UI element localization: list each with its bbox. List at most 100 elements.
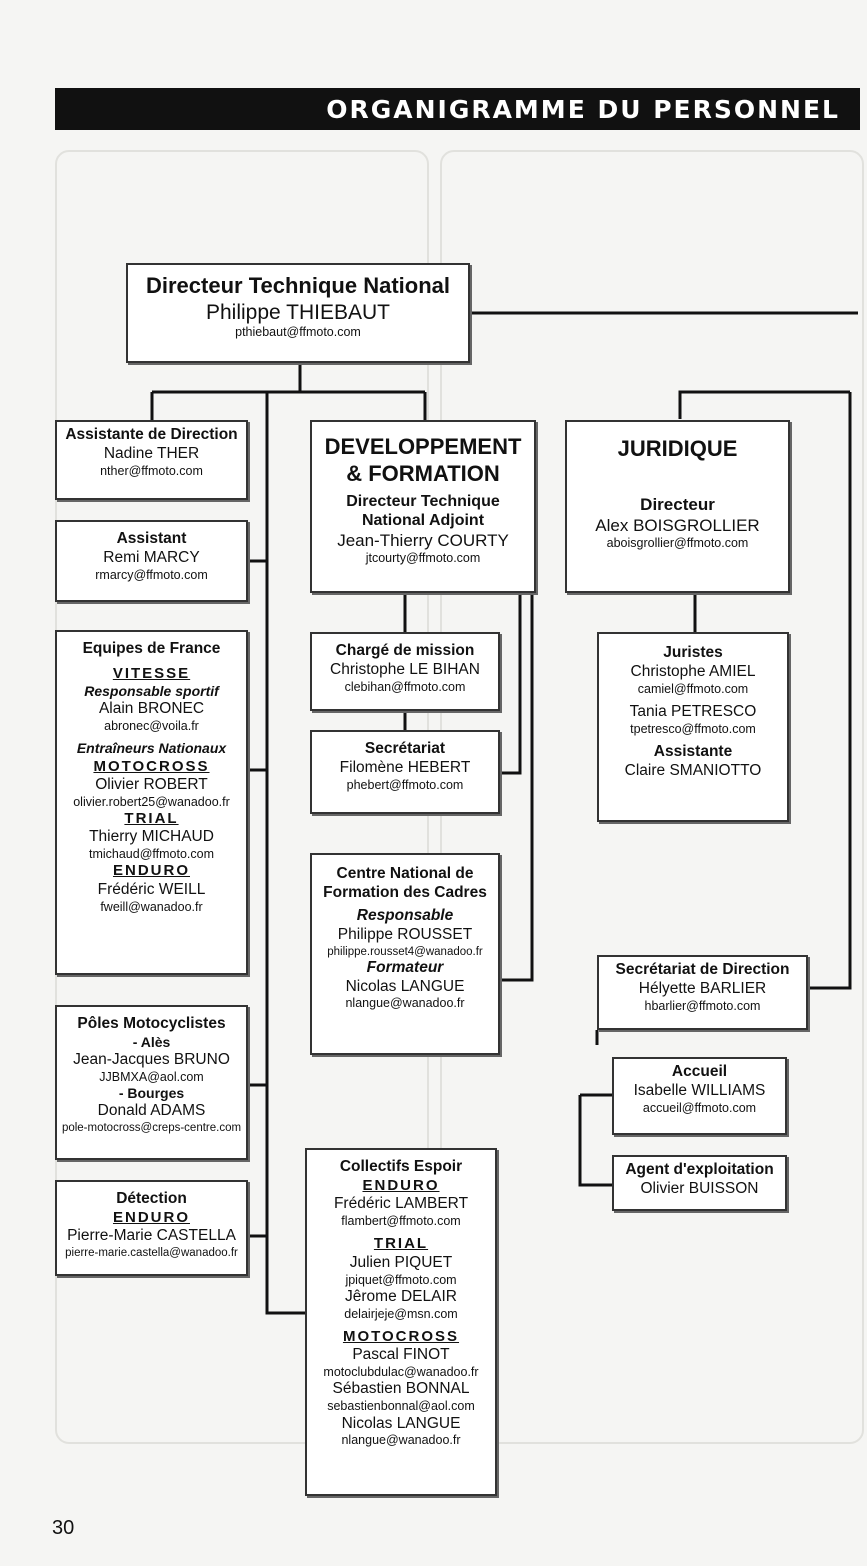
charge-box: Chargé de mission Christophe LE BIHAN cl…	[310, 632, 500, 711]
bourges-email: pole-motocross@creps-centre.com	[61, 1122, 242, 1135]
resp-sportif-email: abronec@voila.fr	[104, 719, 199, 734]
cnfc-form-label: Formateur	[366, 958, 444, 976]
charge-name: Christophe LE BIHAN	[330, 660, 480, 678]
vitesse-label: VITESSE	[112, 664, 191, 682]
assistant-name: Remi MARCY	[103, 548, 200, 566]
cnfc-title-2: Formation des Cadres	[323, 883, 487, 901]
ales-label: - Alès	[132, 1033, 171, 1050]
detection-enduro-label: ENDURO	[112, 1208, 190, 1226]
juridique-box: JURIDIQUE Directeur Alex BOISGROLLIER ab…	[565, 420, 790, 593]
dev-email: jtcourty@ffmoto.com	[365, 551, 481, 566]
collectifs-box: Collectifs Espoir ENDURO Frédéric LAMBER…	[305, 1148, 497, 1496]
secdir-box: Secrétariat de Direction Hélyette BARLIE…	[597, 955, 808, 1030]
enduro-email: fweill@wanadoo.fr	[100, 899, 203, 914]
secdir-email: hbarlier@ffmoto.com	[644, 998, 761, 1013]
collectifs-trial-email-1: jpiquet@ffmoto.com	[345, 1272, 457, 1287]
assistante-title: Assistante de Direction	[65, 426, 238, 443]
secretariat-email: phebert@ffmoto.com	[346, 777, 464, 792]
page-number: 30	[52, 1517, 75, 1539]
collectifs-mx-email-1: motoclubdulac@wanadoo.fr	[323, 1365, 479, 1380]
resp-sportif-name: Alain BRONEC	[98, 700, 205, 718]
cnfc-resp-label: Responsable	[356, 906, 454, 924]
poles-title: Pôles Motocyclistes	[77, 1015, 226, 1032]
juristes-title: Juristes	[663, 644, 723, 661]
dtn-title: Directeur Technique National	[146, 273, 450, 298]
mx-email: olivier.robert25@wanadoo.fr	[73, 794, 230, 809]
collectifs-trial-name-1: Julien PIQUET	[349, 1253, 453, 1271]
juristes-name-1: Christophe AMIEL	[630, 662, 756, 680]
ales-email: JJBMXA@aol.com	[99, 1069, 204, 1084]
detection-email: pierre-marie.castella@wanadoo.fr	[65, 1247, 238, 1260]
bourges-label: - Bourges	[118, 1085, 185, 1102]
secdir-title: Secrétariat de Direction	[615, 961, 790, 978]
collectifs-trial-name-2: Jêrome DELAIR	[345, 1287, 457, 1305]
assistant-title: Assistant	[116, 530, 187, 547]
ales-name: Jean-Jacques BRUNO	[73, 1050, 230, 1068]
collectifs-mx-label: MOTOCROSS	[342, 1327, 460, 1345]
dtn-name: Philippe THIEBAUT	[205, 300, 391, 324]
cnfc-resp-name: Philippe ROUSSET	[337, 925, 473, 943]
enduro-label: ENDURO	[112, 862, 190, 880]
secretariat-title: Secrétariat	[364, 740, 446, 757]
dev-role-1: Directeur Technique	[346, 492, 500, 510]
charge-email: clebihan@ffmoto.com	[344, 679, 466, 694]
dev-title-1: DEVELOPPEMENT	[324, 434, 522, 459]
collectifs-mx-email-2: sebastienbonnal@aol.com	[327, 1399, 475, 1414]
collectifs-enduro-label: ENDURO	[362, 1176, 440, 1194]
juristes-name-2: Tania PETRESCO	[629, 703, 757, 721]
collectifs-enduro-name: Frédéric LAMBERT	[333, 1195, 469, 1213]
juristes-assist-label: Assistante	[653, 743, 733, 761]
collectifs-enduro-email: flambert@ffmoto.com	[341, 1214, 461, 1229]
accueil-title: Accueil	[671, 1063, 728, 1080]
bourges-name: Donald ADAMS	[97, 1102, 206, 1120]
trial-email: tmichaud@ffmoto.com	[88, 847, 214, 862]
entraineurs-label: Entraîneurs Nationaux	[76, 740, 227, 757]
collectifs-mx-email-3: nlangue@wanadoo.fr	[341, 1433, 461, 1448]
assistant-box: Assistant Remi MARCY rmarcy@ffmoto.com	[55, 520, 248, 602]
juristes-box: Juristes Christophe AMIEL camiel@ffmoto.…	[597, 632, 789, 822]
juridique-name: Alex BOISGROLLIER	[595, 515, 760, 535]
juristes-assist-name: Claire SMANIOTTO	[624, 762, 762, 780]
assistante-box: Assistante de Direction Nadine THER nthe…	[55, 420, 248, 500]
detection-title: Détection	[116, 1190, 187, 1207]
charge-title: Chargé de mission	[335, 642, 475, 659]
equipes-title: Equipes de France	[82, 640, 221, 657]
trial-label: TRIAL	[124, 809, 179, 827]
accueil-name: Isabelle WILLIAMS	[633, 1081, 766, 1099]
dtn-box: Directeur Technique National Philippe TH…	[126, 263, 470, 363]
agent-box: Agent d'exploitation Olivier BUISSON	[612, 1155, 787, 1211]
juridique-role: Directeur	[640, 494, 715, 514]
collectifs-trial-label: TRIAL	[373, 1235, 429, 1253]
secretariat-box: Secrétariat Filomène HEBERT phebert@ffmo…	[310, 730, 500, 814]
cnfc-form-email: nlangue@wanadoo.fr	[345, 996, 465, 1011]
dtn-email: pthiebaut@ffmoto.com	[235, 325, 361, 340]
cnfc-title-1: Centre National de	[336, 865, 474, 882]
dev-title-2: & FORMATION	[346, 460, 500, 486]
secdir-name: Hélyette BARLIER	[638, 979, 767, 997]
cnfc-form-name: Nicolas LANGUE	[345, 977, 465, 995]
juridique-title: JURIDIQUE	[617, 436, 738, 461]
cnfc-box: Centre National de Formation des Cadres …	[310, 853, 500, 1055]
collectifs-trial-email-2: delairjeje@msn.com	[344, 1306, 458, 1321]
dev-box: DEVELOPPEMENT & FORMATION Directeur Tech…	[310, 420, 536, 593]
assistante-name: Nadine THER	[103, 444, 200, 462]
collectifs-mx-name-1: Pascal FINOT	[352, 1346, 450, 1364]
accueil-box: Accueil Isabelle WILLIAMS accueil@ffmoto…	[612, 1057, 787, 1135]
assistante-email: nther@ffmoto.com	[100, 463, 203, 478]
poles-box: Pôles Motocyclistes - Alès Jean-Jacques …	[55, 1005, 248, 1160]
accueil-email: accueil@ffmoto.com	[642, 1100, 757, 1115]
juridique-email: aboisgrollier@ffmoto.com	[606, 536, 749, 551]
agent-title: Agent d'exploitation	[625, 1161, 774, 1178]
page-title: ORGANIGRAMME DU PERSONNEL	[55, 88, 860, 130]
mx-name: Olivier ROBERT	[95, 775, 208, 793]
secretariat-name: Filomène HEBERT	[339, 758, 471, 776]
detection-name: Pierre-Marie CASTELLA	[67, 1227, 236, 1245]
motocross-label: MOTOCROSS	[93, 757, 210, 775]
resp-sportif-label: Responsable sportif	[84, 683, 219, 700]
assistant-email: rmarcy@ffmoto.com	[95, 567, 208, 582]
detection-box: Détection ENDURO Pierre-Marie CASTELLA p…	[55, 1180, 248, 1276]
collectifs-title: Collectifs Espoir	[339, 1158, 463, 1175]
equipes-box: Equipes de France VITESSE Responsable sp…	[55, 630, 248, 975]
cnfc-resp-email: philippe.rousset4@wanadoo.fr	[327, 945, 483, 958]
